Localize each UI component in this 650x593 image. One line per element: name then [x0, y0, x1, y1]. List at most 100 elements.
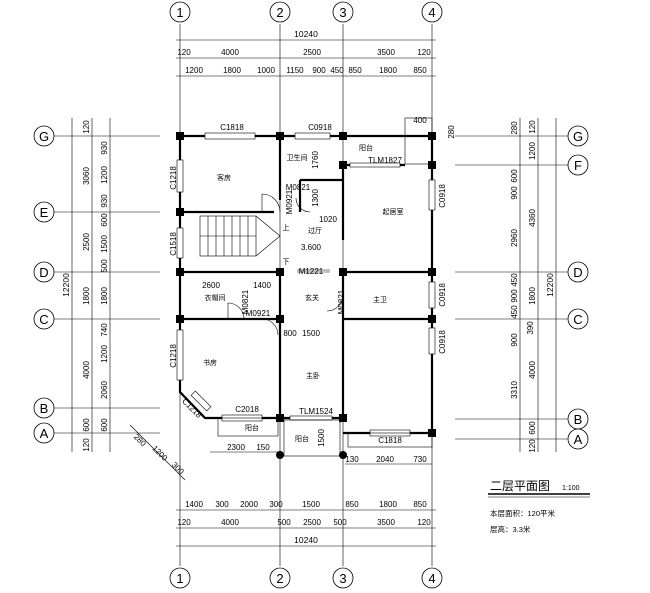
room-study: 书房: [203, 358, 217, 367]
dim-misc-1020: 1020: [319, 215, 337, 224]
dim-right-total: 12200: [545, 273, 555, 297]
axis-bubbles-bottom: 1 2 3 4: [169, 567, 443, 589]
dim-top-r2-3: 1150: [286, 66, 304, 75]
dim-right-i6: 900: [510, 333, 519, 347]
axis-1-top: 1: [176, 5, 183, 20]
floor-height-note: 层高：3.3米: [490, 524, 531, 534]
dim-right-i1: 900: [510, 186, 519, 200]
dim-left-i1: 1200: [100, 166, 109, 184]
axis-bubbles-right: G F D C B A: [567, 125, 589, 450]
dim-right-o0: 120: [528, 120, 537, 134]
dim-left-o1: 3060: [82, 167, 91, 185]
drawing-title: 二层平面图: [490, 479, 550, 493]
dim-top-r1-4: 120: [417, 48, 431, 57]
axis-4-top: 4: [428, 5, 435, 20]
dim-bot-r1-4: 1500: [302, 500, 320, 509]
axis-2-top: 2: [276, 5, 283, 20]
dim-right-i4: 900: [510, 289, 519, 303]
dim-misc-1400: 1400: [253, 281, 271, 290]
right-dimensions: 280 600 900 2960 450 900 450 900 3310 39…: [510, 118, 557, 453]
dim-misc-2600: 2600: [202, 281, 220, 290]
win-c1818-top: C1818: [220, 123, 244, 132]
dim-right-i-top: 280: [510, 121, 519, 135]
win-c2018: C2018: [235, 405, 259, 414]
dim-misc-800: 800: [283, 329, 297, 338]
dim-top-r2-5: 450: [330, 66, 344, 75]
dim-right-i0: 600: [510, 169, 519, 183]
dim-top-r2-8: 850: [413, 66, 427, 75]
dim-bot-r1-0: 1400: [185, 500, 203, 509]
win-c1218-study: C1218: [169, 344, 178, 368]
axis-4-bottom: 4: [428, 571, 435, 586]
drawing-scale: 1:100: [562, 485, 580, 492]
title-block: 二层平面图 1:100 本层面积：120平米 层高：3.3米: [488, 479, 590, 534]
dim-right-o3: 1800: [528, 287, 537, 305]
dim-misc-130: 130: [345, 455, 359, 464]
dim-misc-400: 400: [413, 116, 427, 125]
room-labels: 客房 卫生间 阳台 起居室 过厅 衣帽间 玄关 主卫 书房 主卧 阳台 阳台 上…: [203, 143, 404, 443]
dim-bot-r2-4: 500: [333, 518, 347, 527]
balconies: [217, 117, 433, 457]
axis-3-top: 3: [339, 5, 346, 20]
axis-bubbles-top: 1 2 3 4: [169, 1, 443, 23]
dim-right-i8: 390: [526, 321, 535, 335]
axis-c-left: C: [39, 312, 48, 327]
dim-left-i10: 600: [100, 418, 109, 432]
axis-b-left: B: [40, 401, 49, 416]
door-m0821-closet: M0821: [241, 289, 250, 314]
axis-a-left: A: [40, 426, 49, 441]
dim-top-r2-6: 850: [348, 66, 362, 75]
dim-left-i7: 740: [100, 323, 109, 337]
floor-area-note: 本层面积：120平米: [490, 508, 556, 518]
left-dimensions: 12200 120 3060 2500 1800 4000 600 120 93…: [61, 118, 111, 452]
dim-misc-730: 730: [413, 455, 427, 464]
dim-top-r2-7: 1800: [379, 66, 397, 75]
door-m0921-closet: M0921: [246, 309, 271, 318]
dim-left-i0: 930: [100, 141, 109, 155]
dim-misc-2040: 2040: [376, 455, 394, 464]
room-balcony-top: 阳台: [359, 143, 373, 152]
level-mark: 3.600: [301, 243, 322, 252]
dim-misc-2300: 2300: [227, 443, 245, 452]
axis-a-right: A: [574, 432, 583, 447]
dim-right-o1: 1200: [528, 142, 537, 160]
dim-top-total: 10240: [294, 29, 318, 39]
dim-right-i5: 450: [510, 305, 519, 319]
top-dimensions: 10240 120 4000 2500 3500 120 1200 1800 1…: [176, 29, 436, 77]
dim-left-i3: 600: [100, 213, 109, 227]
dim-left-o2: 2500: [82, 233, 91, 251]
room-bath: 卫生间: [287, 153, 308, 162]
room-living: 起居室: [383, 207, 404, 216]
dim-bot-r1-3: 300: [269, 500, 283, 509]
door-m0821-mbath: M0821: [337, 289, 346, 314]
dim-misc-300: 300: [170, 460, 186, 476]
dim-left-i5: 500: [100, 259, 109, 273]
stairs: [199, 215, 281, 257]
dim-left-o5: 600: [82, 418, 91, 432]
dim-right-o4: 4000: [528, 361, 537, 379]
dim-misc-1500a: 1500: [302, 329, 320, 338]
dim-bot-r2-5: 3500: [377, 518, 395, 527]
dim-bot-r1-6: 1800: [379, 500, 397, 509]
room-closet: 衣帽间: [205, 293, 226, 302]
axis-c-right: C: [573, 312, 582, 327]
door-tlm1827: TLM1827: [368, 156, 402, 165]
axis-grid-lines: [54, 24, 570, 566]
win-c0918-living: C0918: [438, 184, 447, 208]
win-c0918-mbath: C0918: [438, 283, 447, 307]
dim-misc-1500b: 1500: [317, 429, 326, 447]
dim-top-r2-1: 1800: [223, 66, 241, 75]
dim-left-o0: 120: [82, 120, 91, 134]
win-c1818-bottom: C1818: [378, 436, 402, 445]
win-c0918-top: C0918: [308, 123, 332, 132]
room-master-bath: 主卫: [373, 295, 387, 304]
dim-right-i7: 3310: [510, 381, 519, 399]
dim-left-i6: 1800: [100, 287, 109, 305]
door-m0821-bath: M0821: [286, 183, 311, 192]
dim-bottom-total: 10240: [294, 535, 318, 545]
dim-right-o5: 600: [528, 421, 537, 435]
dim-top-r2-4: 900: [312, 66, 326, 75]
dim-misc-150: 150: [256, 443, 270, 452]
axis-2-bottom: 2: [276, 571, 283, 586]
